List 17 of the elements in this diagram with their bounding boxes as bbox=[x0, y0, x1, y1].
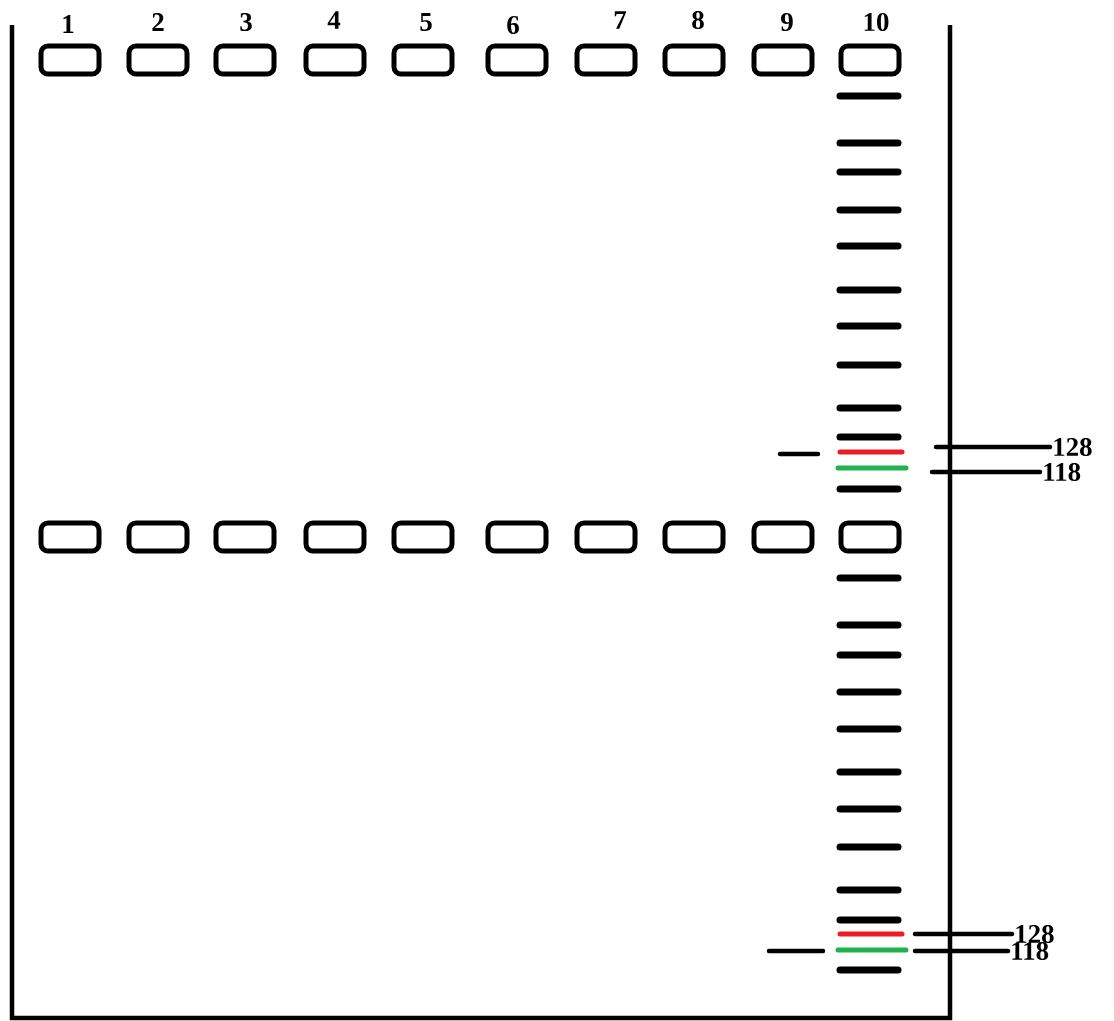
size-label: 128 bbox=[1016, 924, 1054, 944]
lane-number: 6 bbox=[507, 15, 519, 35]
lane-number: 2 bbox=[152, 13, 164, 31]
lane-number: 10 bbox=[864, 12, 889, 32]
lane-number: 8 bbox=[692, 10, 704, 30]
leader-line bbox=[912, 931, 1015, 937]
leader-line bbox=[912, 948, 1011, 954]
size-label: 128 bbox=[1054, 437, 1092, 457]
size-label: 118 bbox=[1044, 462, 1081, 482]
leader-line bbox=[933, 444, 1053, 450]
lane-number: 9 bbox=[781, 12, 793, 32]
lane-number: 5 bbox=[420, 13, 432, 31]
lane-number: 3 bbox=[240, 12, 252, 32]
leader-line bbox=[929, 469, 1043, 475]
lane-number: 1 bbox=[63, 15, 74, 33]
lane-number: 7 bbox=[614, 11, 627, 29]
lane-number: 4 bbox=[327, 11, 341, 29]
